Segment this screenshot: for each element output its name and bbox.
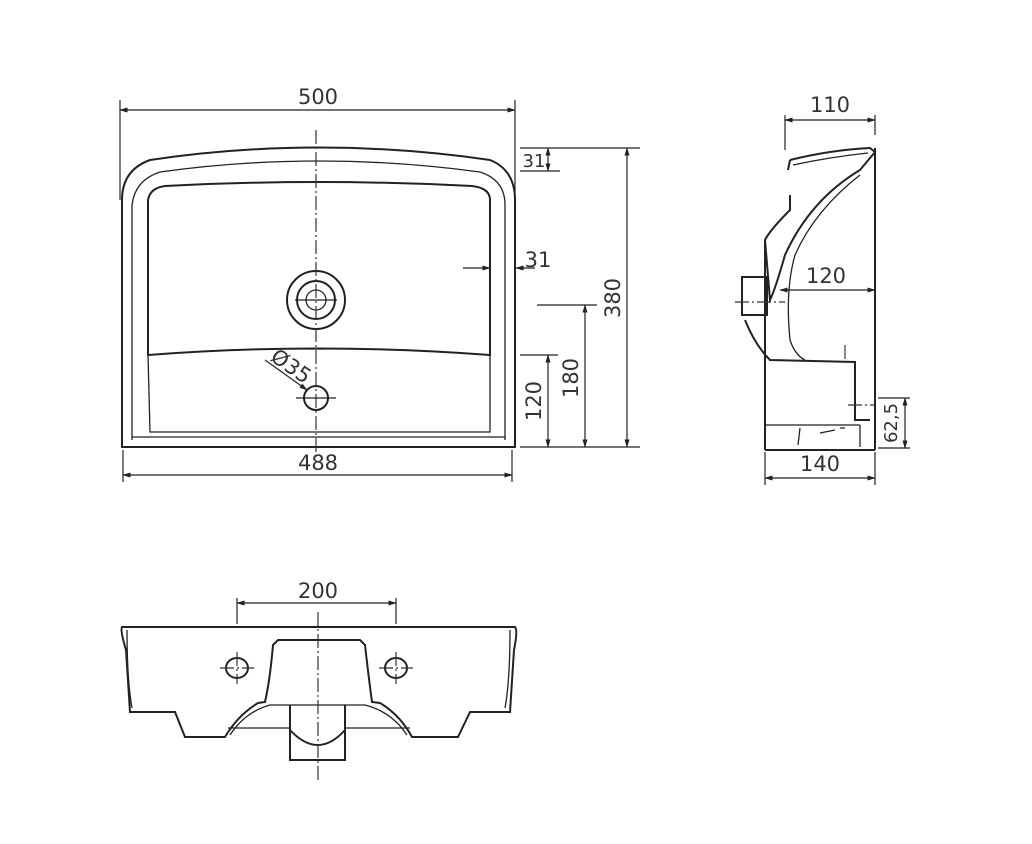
width-label: 500 [298, 85, 338, 109]
rim-inner [792, 152, 869, 166]
bottom-width-label: 488 [298, 451, 338, 475]
front-rim-inner [126, 629, 511, 709]
bracket-height-label: 62,5 [881, 403, 902, 443]
mid-depth-label: 120 [806, 264, 846, 288]
bracket-detail [797, 425, 861, 447]
bowl-curve [787, 174, 861, 361]
bottom-depth-label: 140 [800, 452, 840, 476]
basin-outline [121, 146, 516, 448]
front-outline [120, 626, 518, 738]
depth-label: 380 [601, 278, 625, 318]
overflow-height-label: 120 [522, 381, 546, 421]
diameter-leader [264, 359, 308, 391]
side-view: 110 120 140 62,5 [735, 93, 910, 485]
rim-top-label: 31 [523, 151, 546, 172]
rim-side-label: 31 [525, 248, 552, 272]
rim-profile [763, 146, 877, 304]
drain-outlet [741, 276, 768, 316]
overflow-diameter-label: Ø35 [266, 344, 315, 388]
top-depth-label: 110 [810, 93, 850, 117]
front-view: 200 [120, 579, 518, 780]
tap-spacing-label: 200 [298, 579, 338, 603]
bottom-profile [744, 319, 870, 421]
bowl-lower [147, 354, 491, 433]
basin-rim-inner [131, 160, 506, 440]
drain-height-label: 180 [559, 358, 583, 398]
tap-hole-centerlines [220, 652, 413, 684]
top-view: Ø35 500 488 31 31 380 180 120 [119, 85, 640, 482]
